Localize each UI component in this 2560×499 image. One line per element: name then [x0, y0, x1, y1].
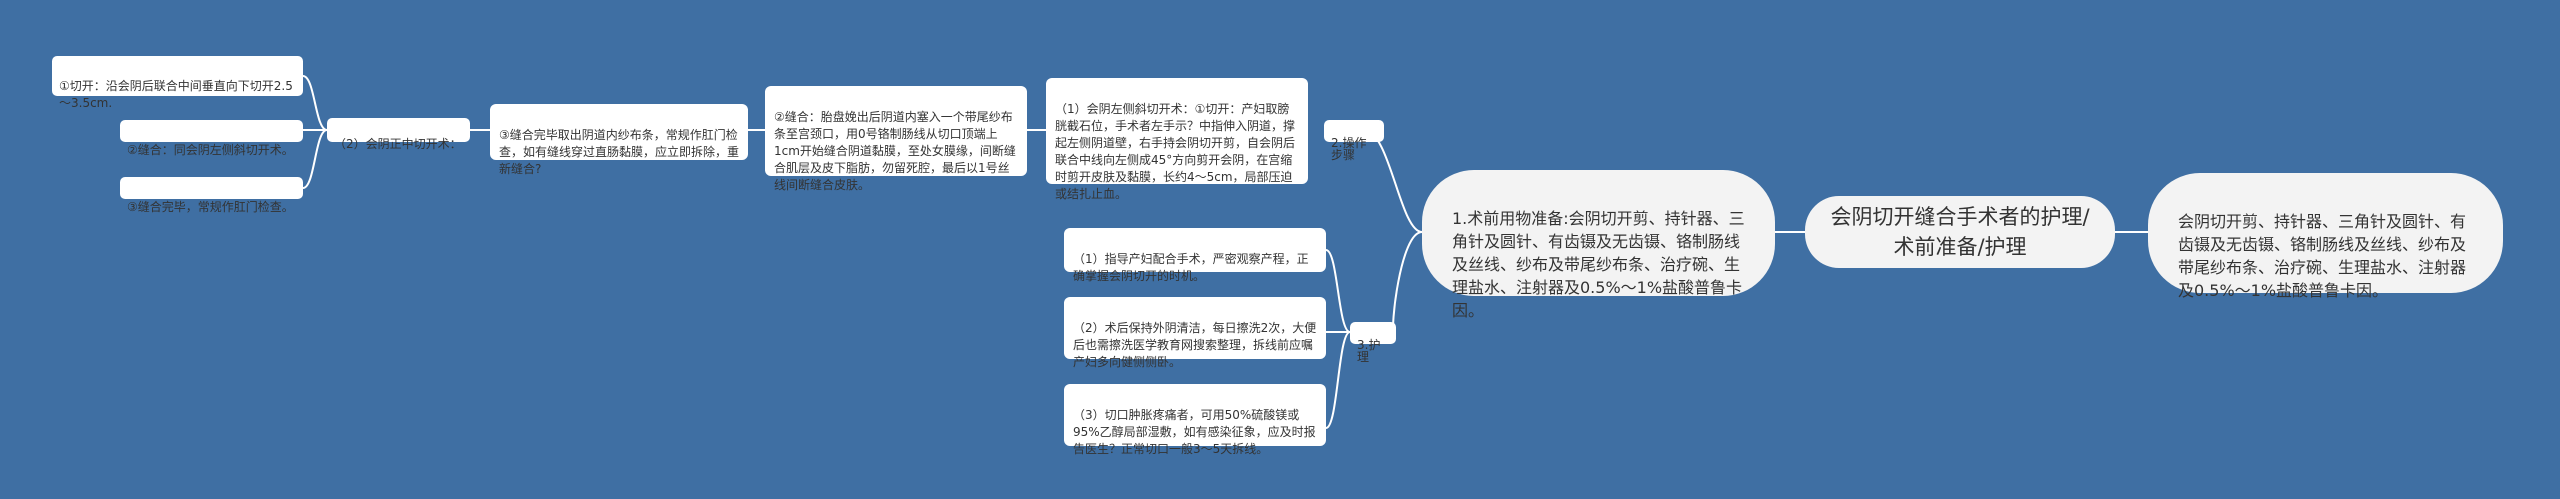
prep-node[interactable]: 1.术前用物准备:会阴切开剪、持针器、三角针及圆针、有齿镊及无齿镊、铬制肠线及丝…	[1422, 170, 1775, 320]
care-item-2-label: （2）术后保持外阴清洁，每日擦洗2次，大便后也需擦洗医学教育网搜索整理，拆线前应…	[1073, 321, 1317, 369]
care-item-2[interactable]: （2）术后保持外阴清洁，每日擦洗2次，大便后也需擦洗医学教育网搜索整理，拆线前应…	[1064, 297, 1326, 369]
right-node-label: 会阴切开剪、持针器、三角针及圆针、有齿镊及无齿镊、铬制肠线及丝线、纱布及带尾纱布…	[2178, 212, 2467, 300]
steps-text: （1）会阴左侧斜切开术：①切开：产妇取膀胱截石位，手术者左手示？中指伸入阴道，撑…	[1055, 102, 1296, 201]
care-item-3-label: （3）切口肿胀疼痛者，可用50%硫酸镁或95%乙醇局部湿敷，如有感染征象，应及时…	[1073, 408, 1316, 456]
connector-care-item3	[1325, 331, 1351, 429]
midline-item-2[interactable]: ②缝合：同会阴左侧斜切开术。	[120, 120, 303, 157]
connector-midline-item3	[302, 129, 328, 189]
steps-label: 2.操作步骤	[1331, 136, 1367, 162]
connector-prep-care	[1392, 231, 1423, 333]
care-label-node[interactable]: 3.护理	[1350, 322, 1396, 363]
suture-text: ②缝合：胎盘娩出后阴道内塞入一个带尾纱布条至宫颈口，用0号铬制肠线从切口顶端上1…	[774, 110, 1016, 192]
care-item-1[interactable]: （1）指导产妇配合手术，严密观察产程，正确掌握会阴切开的时机。	[1064, 228, 1326, 283]
midline-label-node[interactable]: （2）会阴正中切开术：	[327, 118, 470, 151]
suture-text-node[interactable]: ②缝合：胎盘娩出后阴道内塞入一个带尾纱布条至宫颈口，用0号铬制肠线从切口顶端上1…	[765, 86, 1027, 192]
finish-text-node[interactable]: ③缝合完毕取出阴道内纱布条，常规作肛门检查，如有缝线穿过直肠黏膜，应立即拆除，重…	[490, 104, 748, 176]
midline-label: （2）会阴正中切开术：	[334, 137, 462, 151]
midline-item-1[interactable]: ①切开：沿会阴后联合中间垂直向下切开2.5～3.5cm.	[52, 56, 303, 110]
finish-text: ③缝合完毕取出阴道内纱布条，常规作肛门检查，如有缝线穿过直肠黏膜，应立即拆除，重…	[499, 128, 740, 176]
midline-item-3[interactable]: ③缝合完毕，常规作肛门检查。	[120, 177, 303, 214]
steps-text-node[interactable]: （1）会阴左侧斜切开术：①切开：产妇取膀胱截石位，手术者左手示？中指伸入阴道，撑…	[1046, 78, 1308, 201]
midline-item-1-label: ①切开：沿会阴后联合中间垂直向下切开2.5～3.5cm.	[59, 79, 293, 110]
midline-item-3-label: ③缝合完毕，常规作肛门检查。	[127, 200, 294, 214]
connector-midline-item1	[302, 75, 328, 131]
prep-node-label: 1.术前用物准备:会阴切开剪、持针器、三角针及圆针、有齿镊及无齿镊、铬制肠线及丝…	[1452, 209, 1745, 320]
midline-item-2-label: ②缝合：同会阴左侧斜切开术。	[127, 143, 294, 157]
connector-care-item1	[1325, 249, 1351, 333]
care-item-3[interactable]: （3）切口肿胀疼痛者，可用50%硫酸镁或95%乙醇局部湿敷，如有感染征象，应及时…	[1064, 384, 1326, 456]
care-label: 3.护理	[1357, 338, 1381, 364]
root-node[interactable]: 会阴切开缝合手术者的护理/术前准备/护理	[1805, 196, 2115, 268]
steps-label-node[interactable]: 2.操作步骤	[1324, 120, 1384, 161]
root-node-label: 会阴切开缝合手术者的护理/术前准备/护理	[1830, 205, 2090, 259]
care-item-1-label: （1）指导产妇配合手术，严密观察产程，正确掌握会阴切开的时机。	[1073, 252, 1309, 283]
right-node[interactable]: 会阴切开剪、持针器、三角针及圆针、有齿镊及无齿镊、铬制肠线及丝线、纱布及带尾纱布…	[2148, 173, 2503, 300]
